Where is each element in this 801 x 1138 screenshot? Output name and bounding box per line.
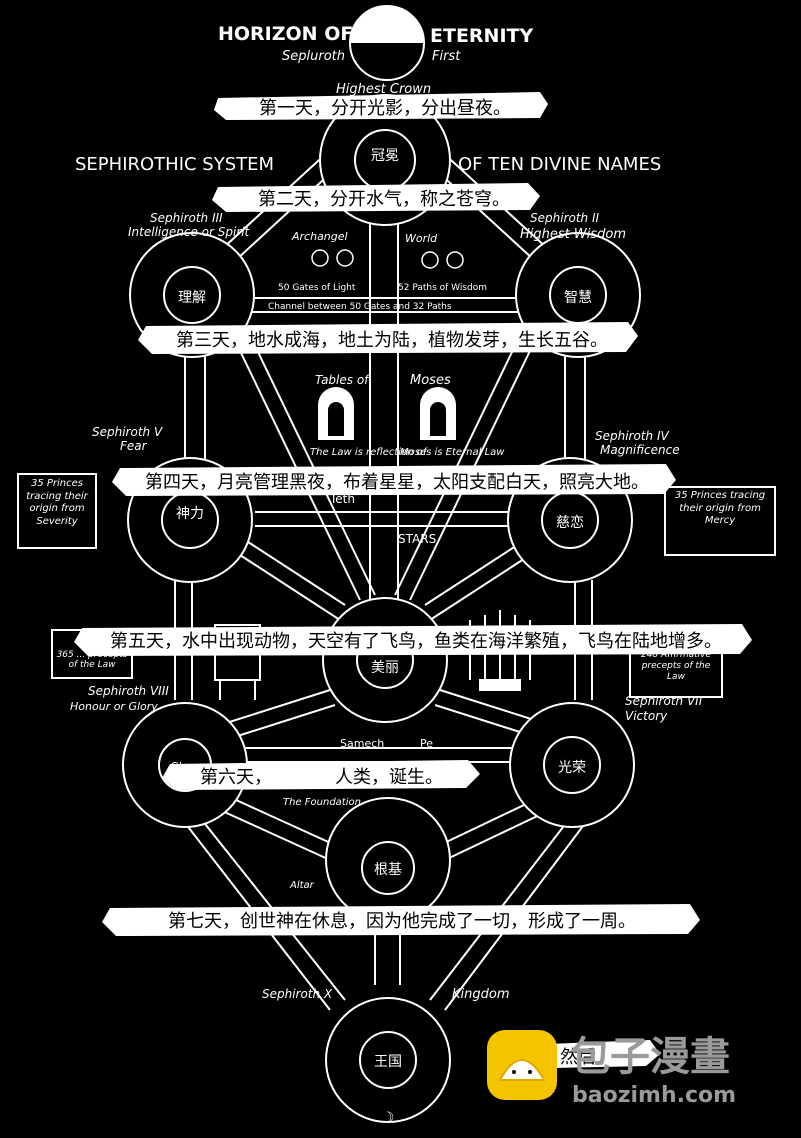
sephira-glory-title: Sephiroth VIII — [88, 684, 169, 698]
sephira-victory-name: 光荣 — [558, 760, 586, 776]
side-box-right-text: 35 Princes tracing their origin from Mer… — [674, 490, 766, 526]
sephira-crown-name: 冠冕 — [371, 148, 399, 164]
banner-day-3: 第三天，地水成海，地土为陆，植物发芽，生长五谷。 — [138, 322, 638, 354]
sephira-glory-sub: Honour or Glory — [70, 700, 158, 713]
paths — [174, 149, 596, 1011]
annotation-gates-right: 52 Paths of Wisdom — [398, 283, 487, 293]
system-title-left: SEPHIROTHIC SYSTEM — [75, 154, 274, 175]
crown-label: Highest Crown — [336, 82, 431, 97]
annotation-gates-left: 50 Gates of Light — [278, 283, 356, 293]
banner-day-6-text-a: 第六天， — [200, 767, 272, 788]
annotation-samech: Samech — [340, 737, 384, 750]
sephira-foundation: 根基 — [325, 797, 451, 923]
sephira-kingdom-title: Sephiroth X — [262, 987, 333, 1001]
annotation-law-right: Moses is Eternal Law — [400, 447, 505, 458]
bun-logo-icon — [487, 1030, 557, 1100]
sephira-beauty: 美丽 — [322, 597, 448, 723]
banner-day-5: 第五天，水中出现动物，天空有了飞鸟，鱼类在海洋繁殖，飞鸟在陆地增多。 — [74, 624, 752, 656]
annotation-archangel: Archangel — [291, 230, 348, 243]
sephira-severity-title: Sephiroth V — [92, 425, 163, 439]
annotation-moses: Moses — [410, 373, 451, 388]
sephira-kingdom-sub: Kingdom — [452, 987, 510, 1002]
sephira-severity-sub: Fear — [120, 439, 148, 453]
sephira-victory-sub: Victory — [625, 709, 668, 723]
annotation-world: World — [405, 232, 438, 245]
title-sub-left: Sepluroth — [282, 49, 345, 64]
title-left: HORIZON OF — [218, 23, 353, 45]
sephira-understanding-title: Sephiroth III — [150, 211, 223, 225]
banner-day-2-text: 第二天，分开水气，称之苍穹。 — [258, 189, 510, 210]
annotation-law-left: The Law is reflection of — [310, 447, 428, 458]
annotation-altar: Altar — [289, 880, 315, 891]
sephira-mercy-name: 慈恋 — [556, 514, 584, 531]
banner-day-3-text: 第三天，地水成海，地土为陆，植物发芽，生长五谷。 — [176, 330, 608, 351]
banner-day-7: 第七天，创世神在休息，因为他完成了一切，形成了一周。 — [102, 904, 700, 936]
side-box-left: 35 Princes tracing their origin from Sev… — [17, 473, 97, 549]
horizon-sun-icon — [349, 5, 425, 81]
annotation-tables: Tables of — [315, 373, 370, 387]
banner-day-6: 第六天， 人类，诞生。 — [162, 760, 480, 790]
watermark: 包子漫畫 baozimh.com — [487, 1030, 736, 1108]
banner-day-2: 第二天，分开水气，称之苍穹。 — [212, 183, 540, 212]
sephira-mercy: 慈恋 Sephiroth IV Magnificence — [507, 429, 680, 583]
banner-day-1: 第一天，分开光影，分出昼夜。 — [214, 92, 548, 120]
cherub-icon — [311, 249, 464, 269]
sephira-wisdom-title: Sephiroth II — [530, 211, 599, 225]
sephira-mercy-title: Sephiroth IV — [595, 429, 669, 443]
watermark-main-text: 包子漫畫 — [570, 1034, 730, 1080]
sephira-wisdom-name: 智慧 — [564, 290, 592, 306]
sephira-severity: 神力 Sephiroth V Fear — [92, 425, 253, 583]
sephira-kingdom-name: 王国 — [374, 1054, 402, 1070]
title-group: HORIZON OF ETERNITY Sepluroth First High… — [218, 5, 533, 97]
crescent-moon-icon: ☽ — [382, 1110, 395, 1126]
annotation-teth: Teth — [329, 492, 355, 506]
sephira-severity-name: 神力 — [176, 506, 204, 522]
sephira-understanding-name: 理解 — [178, 290, 206, 306]
banner-day-4: 第四天，月亮管理黑夜，布着星星，太阳支配白天，照亮大地。 — [112, 464, 676, 496]
sephira-mercy-sub: Magnificence — [600, 443, 680, 457]
system-title-right: OF TEN DIVINE NAMES — [458, 154, 661, 175]
banner-day-1-text: 第一天，分开光影，分出昼夜。 — [259, 98, 511, 119]
title-sub-right: First — [432, 49, 461, 64]
banner-then: 然后 — [540, 1040, 660, 1068]
annotation-foundation: The Foundation — [283, 797, 361, 808]
sephira-glory: Glory Sephiroth VIII Honour or Glory — [70, 684, 248, 828]
side-box-right: 35 Princes tracing their origin from Mer… — [664, 486, 776, 556]
banners: 第一天，分开光影，分出昼夜。 第二天，分开水气，称之苍穹。 第三天，地水成海，地… — [74, 92, 752, 1068]
sephira-beauty-name: 美丽 — [371, 660, 399, 676]
watermark-url-text: baozimh.com — [572, 1083, 736, 1108]
annotation-stars: STARS — [398, 532, 436, 546]
side-box-right-lower-text: 248 Affirmative precepts of the Law — [640, 650, 712, 682]
side-box-left-text: 35 Princes tracing their origin from Sev… — [26, 478, 88, 527]
sephira-wisdom-sub: Highest Wisdom — [520, 227, 626, 242]
sephira-kingdom: 王国 Sephiroth X Kingdom ☽ — [262, 987, 510, 1126]
tablet-right-icon — [420, 387, 456, 440]
banner-then-text: 然后 — [560, 1047, 596, 1068]
banner-day-7-text: 第七天，创世神在休息，因为他完成了一切，形成了一周。 — [168, 911, 636, 932]
banner-day-6-text-b: 人类，诞生。 — [335, 767, 443, 788]
sephira-victory: 光荣 Sephiroth VII Victory — [509, 694, 703, 828]
sephira-understanding-sub: Intelligence or Spirit — [128, 225, 251, 239]
annotations: Tables of Moses The Law is reflection of… — [214, 230, 531, 891]
title-right: ETERNITY — [430, 25, 533, 47]
sephira-foundation-name: 根基 — [374, 861, 402, 878]
tablet-left-icon — [318, 387, 354, 440]
banner-day-5-text: 第五天，水中出现动物，天空有了飞鸟，鱼类在海洋繁殖，飞鸟在陆地增多。 — [110, 630, 722, 652]
annotation-pe: Pe — [420, 737, 433, 750]
annotation-channel-line: Channel between 50 Gates and 32 Paths — [268, 302, 452, 312]
banner-day-4-text: 第四天，月亮管理黑夜，布着星星，太阳支配白天，照亮大地。 — [145, 472, 649, 493]
